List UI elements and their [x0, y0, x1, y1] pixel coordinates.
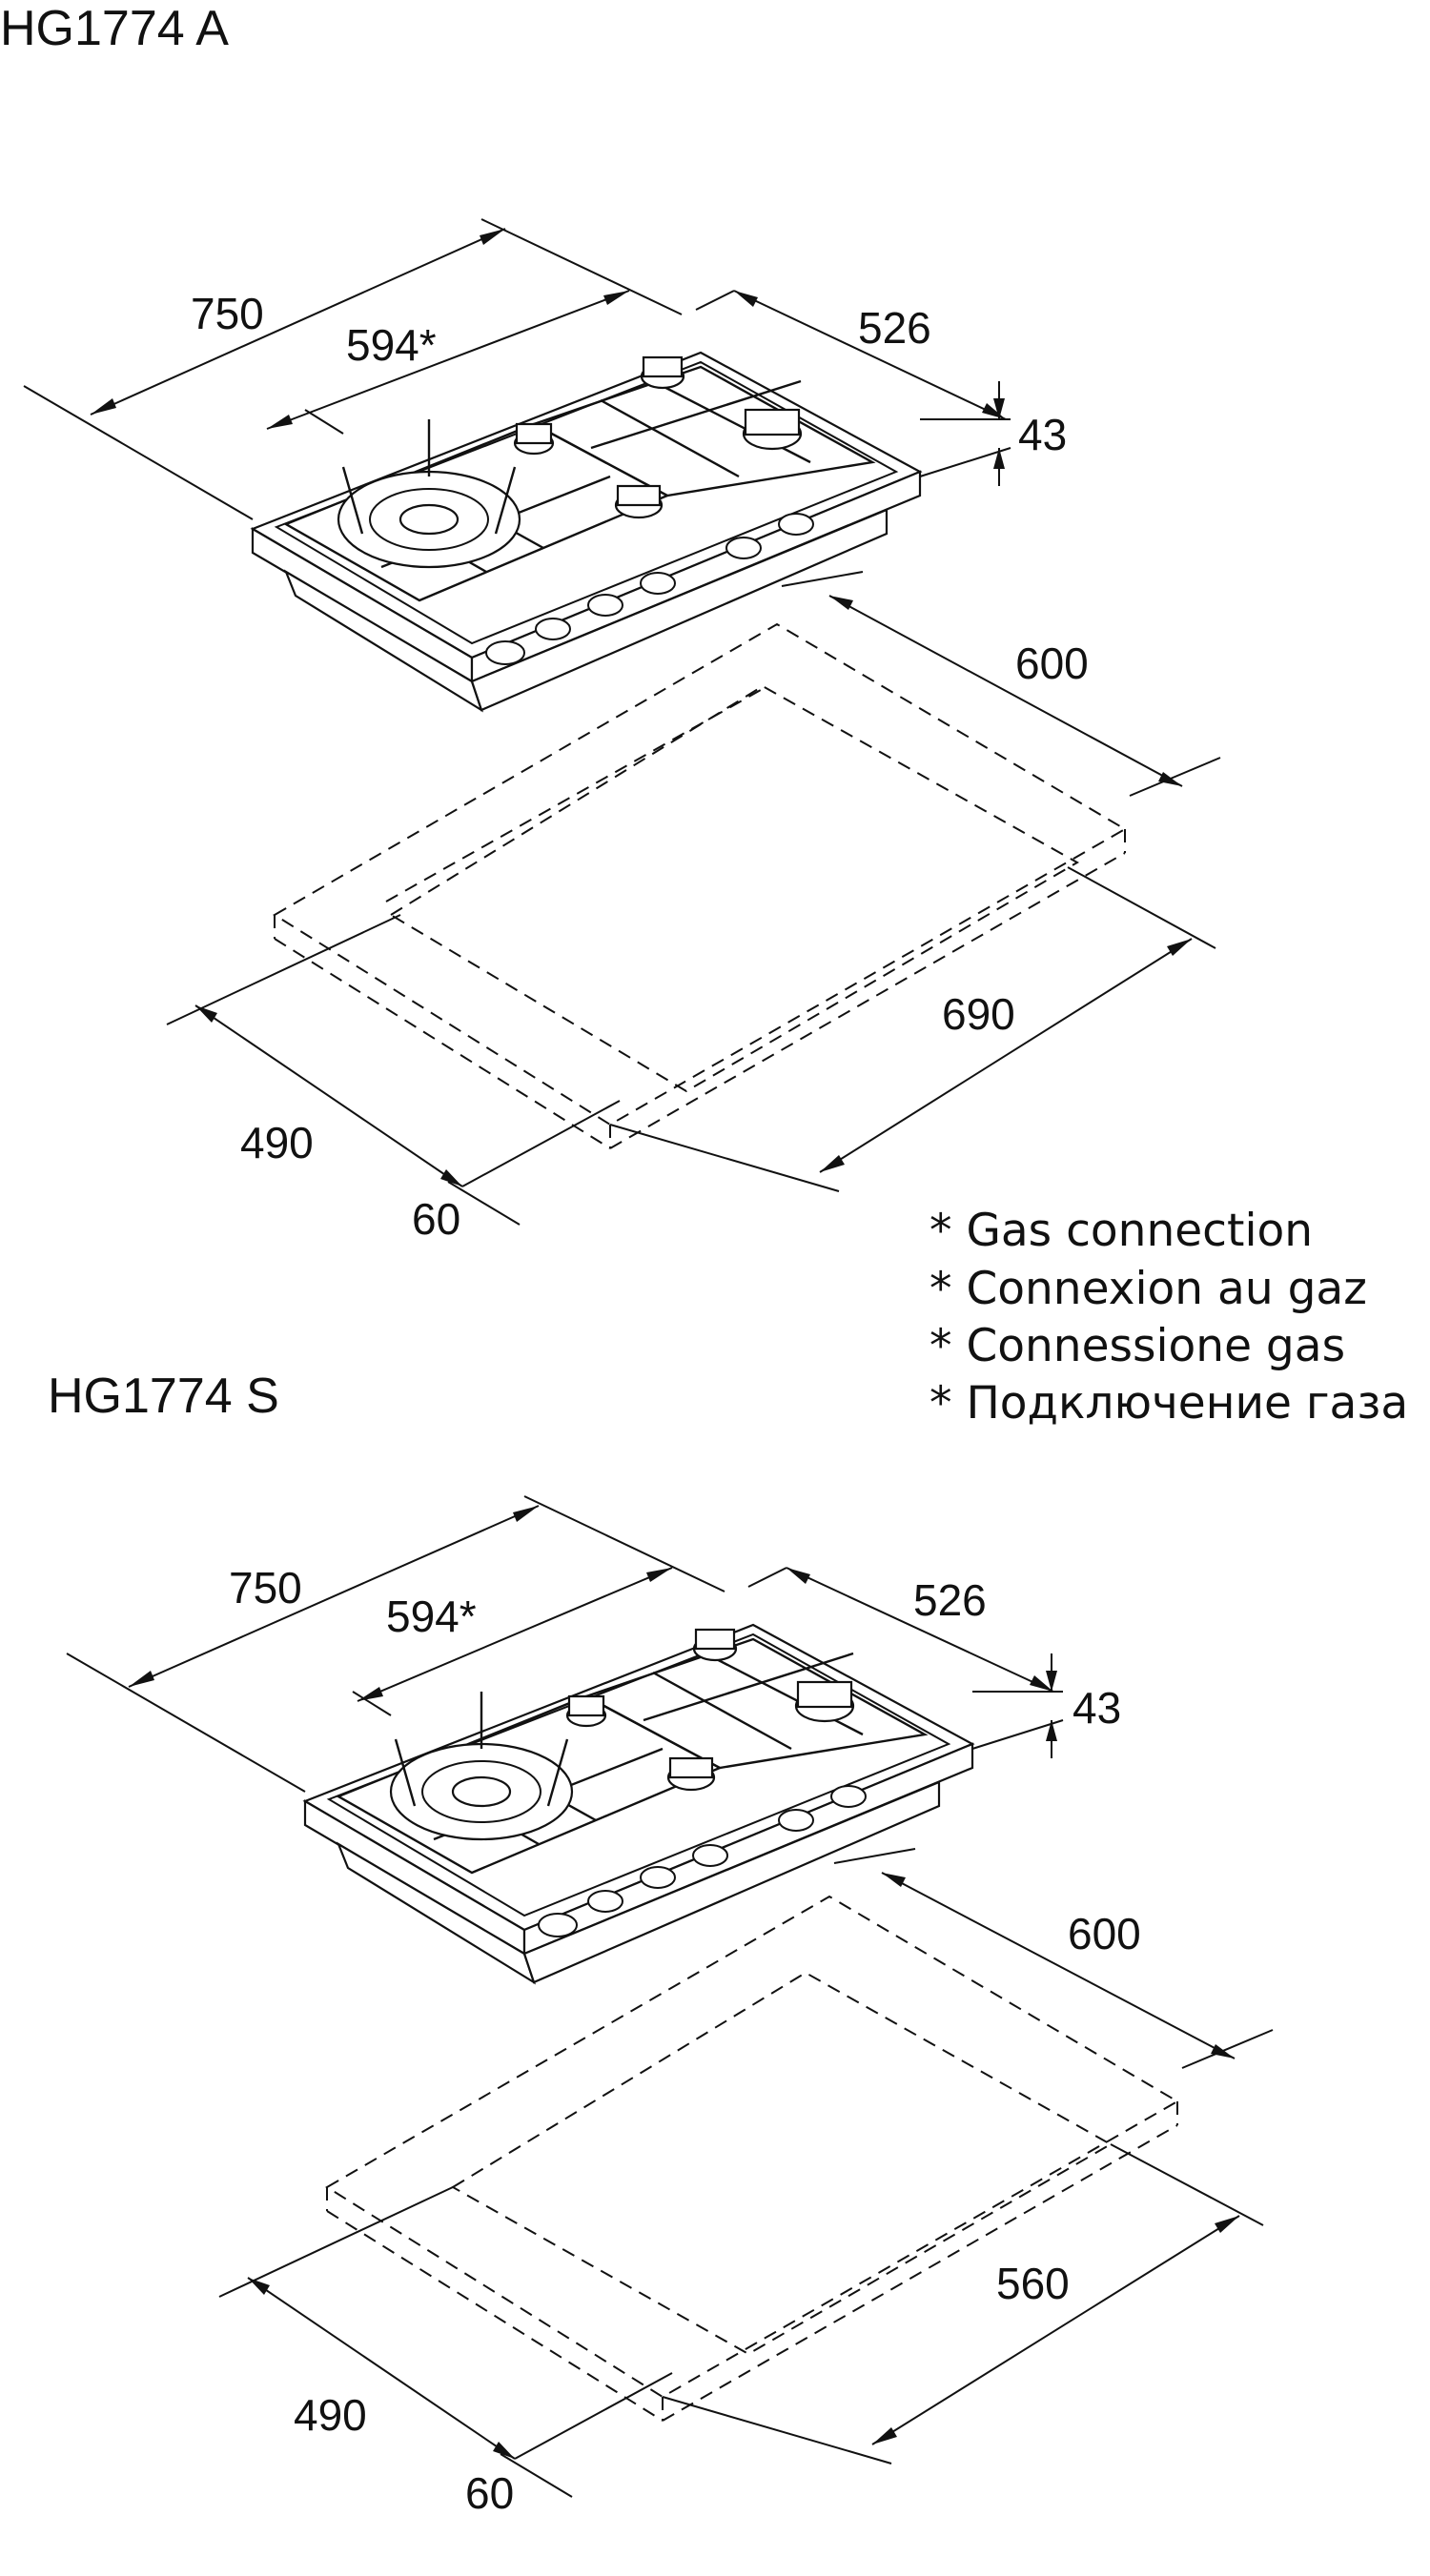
- model-title: HG1774 A: [0, 1, 229, 56]
- dim-depth: 526: [858, 303, 931, 353]
- note-fr: * Connexion au gaz: [930, 1263, 1367, 1315]
- note-ru: * Подключение газа: [930, 1377, 1408, 1430]
- dim-cutout-depth: 600: [1068, 1909, 1141, 1958]
- cutout-outline: [273, 622, 1127, 1149]
- dim-cutout-width: 690: [942, 989, 1015, 1039]
- dim-depth: 526: [913, 1575, 987, 1625]
- dim-front-offset: 490: [240, 1118, 314, 1167]
- dim-edge-offset: 60: [465, 2468, 514, 2518]
- dim-width: 750: [191, 289, 264, 338]
- dim-gas-connection: 594*: [386, 1592, 477, 1641]
- dim-width: 750: [229, 1563, 302, 1613]
- dim-edge-offset: 60: [412, 1194, 460, 1244]
- dim-height: 43: [1072, 1683, 1121, 1733]
- dim-height: 43: [1018, 410, 1067, 459]
- diagram-hg1774-s: HG1774 S: [48, 1369, 1274, 2518]
- note-it: * Connessione gas: [930, 1320, 1345, 1372]
- note-en: * Gas connection: [930, 1205, 1313, 1257]
- dimension-lines: [66, 1495, 1274, 2498]
- model-title: HG1774 S: [48, 1369, 279, 1424]
- dim-front-offset: 490: [294, 2390, 367, 2440]
- cutout-outline: [325, 1895, 1179, 2422]
- diagram-hg1774-a: HG1774 A: [0, 1, 1221, 1244]
- hob-illustration: [251, 351, 922, 712]
- gas-connection-notes: * Gas connection * Connexion au gaz * Co…: [930, 1205, 1408, 1430]
- dimension-lines: [23, 218, 1221, 1226]
- dim-cutout-width: 560: [996, 2259, 1070, 2308]
- dim-gas-connection: 594*: [346, 320, 437, 370]
- dim-cutout-depth: 600: [1015, 639, 1089, 688]
- hob-illustration: [303, 1623, 974, 1984]
